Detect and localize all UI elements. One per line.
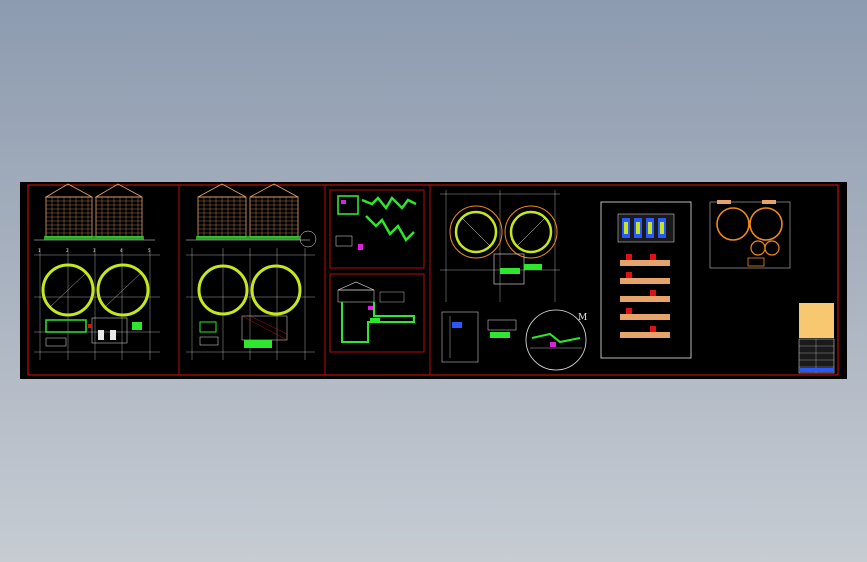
grid-lines-plan-4 [440,190,560,302]
silo-elevation-right-2 [249,183,299,238]
section-detail-bottom [337,281,415,343]
tank-inner-left [454,210,498,254]
silo-elevation-right [94,183,143,238]
site-tank-small-b [764,240,780,256]
title-block-logo [799,303,834,338]
panel-silo-plan-2[interactable] [186,183,317,360]
tank-diagonal-right [104,272,142,308]
small-detail-left [441,311,479,363]
cad-model-view[interactable]: 1 2 3 4 5 [20,182,847,379]
detail-marker-label: M [578,313,587,323]
svg-text:2: 2 [66,248,69,253]
tank-outer-left [449,205,503,259]
site-label-box-2 [762,200,776,204]
panel-tank-plan-hatched[interactable]: M [440,190,587,371]
site-plan-frame [709,201,791,269]
svg-text:5: 5 [148,248,151,253]
tank-inner-right [509,210,553,254]
site-tank-right [749,207,783,241]
pipe-detail-top [335,195,417,250]
enlarged-detail-contents [530,332,582,349]
site-tank-small-a [750,240,766,256]
detail-frame-bottom [329,273,425,353]
site-tank-left [716,207,750,241]
svg-text:3: 3 [93,248,96,253]
tank-diagonal-4a [461,217,491,247]
pump-house [493,253,542,285]
panel-details[interactable] [329,189,425,353]
equipment-room-2 [199,315,288,348]
panel-site-plan[interactable] [709,200,791,269]
ground-line [34,236,155,241]
detail-frame-top [329,189,425,269]
site-label-box [717,200,731,204]
tank-ring-left [41,263,95,317]
ground-slab-2 [196,236,300,240]
title-block-table [798,338,835,374]
equipment-top-block [617,213,675,243]
enlarged-detail-circle [525,309,587,371]
drawing-frame [27,184,839,376]
tank-ring-right-2 [250,264,302,316]
equipment-sheet-frame [600,201,692,359]
svg-text:1: 1 [38,248,41,253]
title-block-stripe [799,368,834,372]
small-detail-mid [487,319,517,338]
svg-text:4: 4 [120,248,123,253]
tank-ring-left-2 [197,264,249,316]
dimension-ticks-1: 1 2 3 4 5 [38,248,151,253]
tank-ring-right [96,263,150,317]
panel-equipment-sheet[interactable] [600,201,692,359]
cad-drawing-sheet[interactable]: 1 2 3 4 5 [20,182,847,379]
site-building [747,257,765,267]
equipment-room-1 [45,317,142,347]
silo-elevation-left [44,183,93,238]
tank-diagonal-left [49,272,87,308]
panel-silo-plan-1[interactable]: 1 2 3 4 5 [34,183,160,360]
title-block[interactable] [798,303,835,374]
silo-elevation-left-2 [197,183,247,238]
equipment-rows [620,254,670,338]
detail-callout-circle [299,230,317,248]
tank-diagonal-4b [516,217,546,247]
tank-outer-right [504,205,558,259]
